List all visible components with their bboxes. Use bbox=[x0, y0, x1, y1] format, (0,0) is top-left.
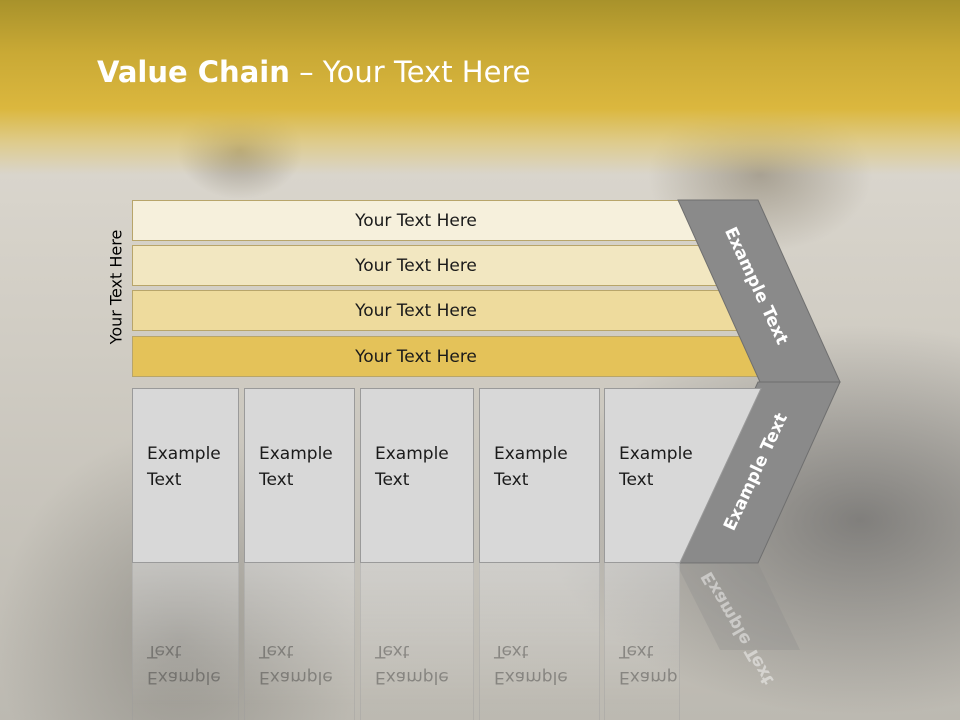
column-5: Example Text bbox=[604, 388, 762, 563]
column-2-reflection-line2: Text bbox=[259, 641, 294, 661]
column-3-reflection-line1: Example bbox=[375, 667, 449, 687]
bar-4: Your Text Here bbox=[132, 336, 765, 377]
title-bold: Value Chain bbox=[97, 55, 290, 89]
title-rest: – Your Text Here bbox=[289, 55, 531, 89]
column-2-reflection: Example Text bbox=[244, 563, 355, 720]
column-1-reflection: Example Text bbox=[132, 563, 239, 720]
column-3: Example Text bbox=[360, 388, 474, 563]
header-band bbox=[0, 0, 960, 175]
column-3-line1: Example bbox=[375, 444, 449, 464]
column-2-line1: Example bbox=[259, 444, 333, 464]
column-5-reflection-line1: Example bbox=[619, 667, 679, 687]
bar-4-label: Your Text Here bbox=[355, 346, 477, 367]
bar-3-label: Your Text Here bbox=[355, 300, 477, 321]
column-4-line1: Example bbox=[494, 444, 568, 464]
bar-2: Your Text Here bbox=[132, 245, 720, 286]
bar-1: Your Text Here bbox=[132, 200, 700, 241]
column-5-line1: Example bbox=[619, 444, 693, 464]
column-3-reflection-line2: Text bbox=[375, 641, 410, 661]
column-5-reflection: Example Text bbox=[604, 563, 680, 720]
column-1-reflection-line2: Text bbox=[147, 641, 182, 661]
column-1-line2: Text bbox=[147, 470, 182, 490]
column-4-line2: Text bbox=[494, 470, 529, 490]
bar-1-label: Your Text Here bbox=[355, 210, 477, 231]
column-1-reflection-line1: Example bbox=[147, 667, 221, 687]
column-4-reflection-line1: Example bbox=[494, 667, 568, 687]
column-4-reflection-line2: Text bbox=[494, 641, 529, 661]
column-5-shape bbox=[604, 388, 762, 563]
column-2: Example Text bbox=[244, 388, 355, 563]
column-2-line2: Text bbox=[259, 470, 294, 490]
column-1: Example Text bbox=[132, 388, 239, 563]
column-1-line1: Example bbox=[147, 444, 221, 464]
column-5-reflection-line2: Text bbox=[619, 641, 654, 661]
column-2-reflection-line1: Example bbox=[259, 667, 333, 687]
column-5-line2: Text bbox=[619, 470, 654, 490]
slide-title: Value Chain – Your Text Here bbox=[97, 55, 531, 89]
column-3-line2: Text bbox=[375, 470, 410, 490]
column-4: Example Text bbox=[479, 388, 600, 563]
column-4-reflection: Example Text bbox=[479, 563, 600, 720]
column-3-reflection: Example Text bbox=[360, 563, 474, 720]
bar-2-label: Your Text Here bbox=[355, 255, 477, 276]
